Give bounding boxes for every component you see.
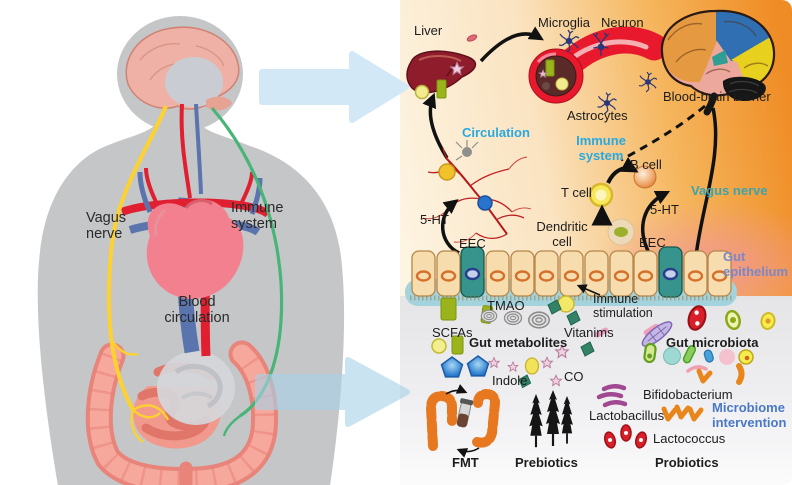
dendritic-cell-label: Dendritic cell bbox=[536, 219, 588, 249]
blood-brain-barrier-dashed-curve bbox=[620, 104, 706, 162]
eec-left-label: EEC bbox=[459, 236, 486, 251]
liver-label: Liver bbox=[414, 23, 443, 38]
pentagon-icons bbox=[440, 355, 490, 378]
liver-icon bbox=[406, 50, 477, 94]
arrow-circulation-to-liver bbox=[422, 92, 449, 159]
probiotics-label: Probiotics bbox=[655, 455, 719, 470]
bifidobacterium-icon bbox=[661, 368, 713, 422]
astrocytes-label: Astrocytes bbox=[567, 108, 628, 123]
stomach-blob bbox=[157, 351, 235, 425]
immune-stimulation-label: Immune stimulation bbox=[593, 292, 653, 320]
co-label: CO bbox=[564, 369, 584, 384]
fmt-icon bbox=[425, 384, 501, 458]
enteric-nerve-icon bbox=[422, 140, 532, 243]
lactococcus-label: Lactococcus bbox=[653, 431, 726, 446]
vitamin-icons bbox=[547, 295, 595, 357]
b-cell-label: B cell bbox=[630, 157, 662, 172]
vagus-nerve-curve bbox=[694, 107, 718, 257]
tmao-label: TMAO bbox=[487, 298, 525, 313]
vagus-nerve-right-label: Vagus nerve bbox=[691, 183, 768, 198]
arrow-tcell-to-bcell bbox=[606, 157, 639, 184]
lactococcus-icon bbox=[603, 424, 648, 449]
t-cell-icon bbox=[588, 182, 614, 208]
gut-microbiota-label: Gut microbiota bbox=[666, 335, 759, 350]
prebiotics-label: Prebiotics bbox=[515, 455, 578, 470]
gut-microbiota-icons bbox=[594, 305, 776, 385]
arrow-eec-to-vagus bbox=[640, 190, 671, 254]
lactobacillus-icon bbox=[596, 384, 628, 408]
flow-arrow-top bbox=[259, 51, 409, 123]
brain-icon bbox=[660, 9, 776, 116]
blood-brain-barrier-label: Blood-brain barrier bbox=[663, 89, 771, 104]
heart-icon bbox=[146, 199, 244, 300]
dendritic-cell-icon bbox=[607, 218, 635, 246]
gut-metabolites-label: Gut metabolites bbox=[469, 335, 568, 350]
blood-vessel-icon bbox=[528, 26, 668, 104]
circulation-label: Circulation bbox=[462, 125, 530, 140]
neuron-label: Neuron bbox=[601, 15, 644, 30]
arrow-eec-to-nerve bbox=[440, 199, 460, 255]
vagus-nerve-body-label: Vagus nerve bbox=[86, 210, 127, 243]
vitanims-label: Vitanims bbox=[564, 325, 614, 340]
fmt-label: FMT bbox=[452, 455, 479, 470]
microglia-label: Microglia bbox=[538, 15, 591, 30]
prebiotics-icon bbox=[528, 388, 574, 449]
gut-epithelium-label: Gut epithelium bbox=[723, 249, 789, 279]
immune-system-right-label: Immune system bbox=[576, 133, 626, 163]
brain-illustration bbox=[125, 26, 240, 111]
scfas-label: SCFAs bbox=[432, 325, 473, 340]
microbiome-intervention-label: Microbiome intervention bbox=[712, 400, 787, 430]
indole-label: Indole bbox=[492, 373, 528, 388]
eec-right-label: EEC bbox=[639, 235, 666, 250]
lactobacillus-label: Lactobacillus bbox=[589, 408, 665, 423]
serotonin-right-label: 5-HT bbox=[650, 202, 679, 217]
serotonin-left-label: 5-HT bbox=[420, 212, 449, 227]
b-cell-icon bbox=[633, 165, 657, 189]
immune-system-body-label: Immune system bbox=[231, 200, 284, 233]
flow-arrow-bottom bbox=[255, 357, 410, 427]
arrow-immune-stimulation bbox=[576, 284, 601, 296]
blood-circulation-label: Blood circulation bbox=[164, 294, 230, 327]
bifidobacterium-label: Bifidobacterium bbox=[643, 387, 733, 402]
arrow-liver-to-vessel bbox=[479, 26, 544, 63]
metabolite-oval bbox=[524, 357, 540, 375]
t-cell-label: T cell bbox=[561, 185, 592, 200]
